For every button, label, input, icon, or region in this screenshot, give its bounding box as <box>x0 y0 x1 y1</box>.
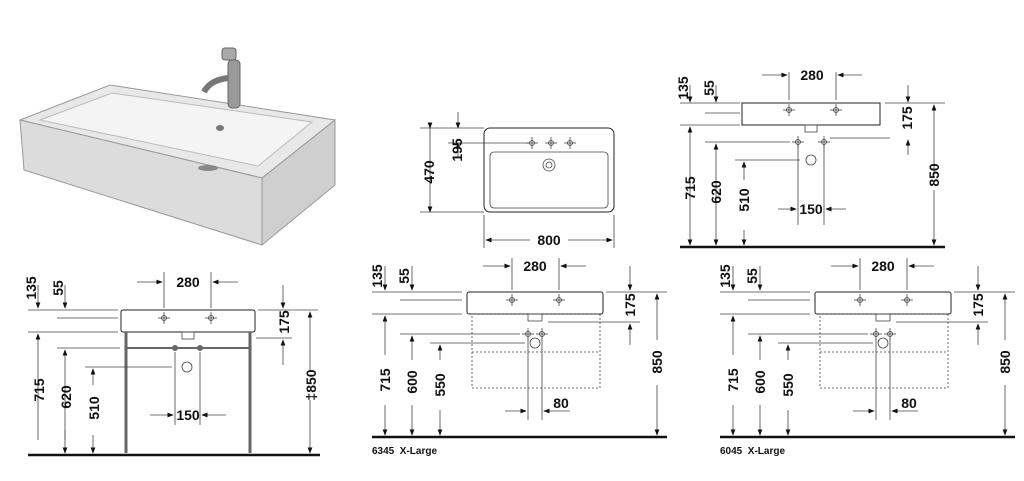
dim-510: 510 <box>86 396 102 420</box>
dim-600: 600 <box>404 370 420 394</box>
dim-tap-spacing: 280 <box>176 274 200 290</box>
dim-715: 715 <box>725 368 741 392</box>
view-6045-geometry <box>720 258 1015 437</box>
dim-tap-spacing: 280 <box>871 258 895 274</box>
dim-850: 850 <box>926 163 942 187</box>
dim-80: 80 <box>553 395 569 411</box>
view-6345 <box>372 258 667 439</box>
dim-depth: 470 <box>421 160 437 184</box>
view-6345-labels: 280 135 55 175 850 715 600 550 80 6345 X… <box>369 258 665 457</box>
dim-175: 175 <box>970 293 986 317</box>
dim-600: 600 <box>752 370 768 394</box>
dim-150: 150 <box>799 201 823 217</box>
console-view: 280 135 55 175 ‡850 715 620 510 150 <box>23 272 320 457</box>
dim-620: 620 <box>58 385 74 409</box>
dim-width: 800 <box>537 232 561 248</box>
caption: 6045 X-Large <box>720 446 785 457</box>
dim-550: 550 <box>780 373 796 397</box>
dim-175: 175 <box>276 310 292 334</box>
dim-tap-offset: 195 <box>449 138 465 162</box>
dim-715: 715 <box>377 368 393 392</box>
dim-510: 510 <box>736 188 752 212</box>
dim-550: 550 <box>432 373 448 397</box>
top-view: 470 195 800 <box>420 112 615 248</box>
caption: 6345 X-Large <box>372 446 437 457</box>
dim-850: ‡850 <box>303 369 319 400</box>
side-view-wall: 280 135 55 175 850 715 620 510 150 <box>675 67 945 249</box>
view-6045-labels: 280 135 55 175 850 715 600 550 80 6045 X… <box>717 258 1013 457</box>
dim-150: 150 <box>176 407 200 423</box>
dim-135: 135 <box>369 264 385 288</box>
dim-55: 55 <box>396 268 412 284</box>
dim-620: 620 <box>708 180 724 204</box>
dim-80: 80 <box>901 395 917 411</box>
dim-135: 135 <box>717 264 733 288</box>
dim-715: 715 <box>682 176 698 200</box>
dim-715: 715 <box>31 378 47 402</box>
dim-850: 850 <box>997 350 1013 374</box>
dim-55: 55 <box>744 268 760 284</box>
washbasin-photo <box>18 47 337 247</box>
dim-tap-spacing: 280 <box>523 258 547 274</box>
dim-135: 135 <box>675 76 691 100</box>
dim-55: 55 <box>701 80 717 96</box>
dim-175: 175 <box>622 293 638 317</box>
dim-850: 850 <box>649 350 665 374</box>
dim-55: 55 <box>50 280 66 296</box>
dim-135: 135 <box>23 276 39 300</box>
dim-175: 175 <box>899 106 915 130</box>
dim-tap-spacing: 280 <box>800 67 824 83</box>
